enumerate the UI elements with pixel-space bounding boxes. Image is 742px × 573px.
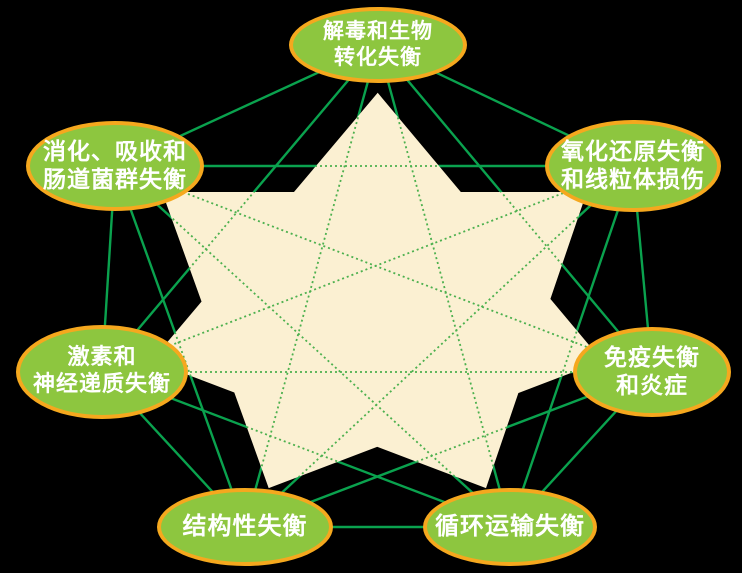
dotted-connection-line bbox=[244, 92, 379, 489]
node-label-line: 免疫失衡 bbox=[604, 344, 700, 371]
node-label-line: 和线粒体损伤 bbox=[561, 167, 705, 193]
node-label-line: 循环运输失衡 bbox=[435, 512, 585, 541]
dotted-connection-line bbox=[151, 165, 246, 489]
node-label-line: 氧化还原失衡 bbox=[561, 138, 705, 165]
node-circulation: 循环运输失衡 bbox=[423, 488, 597, 566]
node-label-line: 肠道菌群失衡 bbox=[43, 167, 187, 193]
dotted-connection-line bbox=[244, 165, 603, 489]
node-label-line: 消化、吸收和 bbox=[43, 138, 187, 165]
dotted-connection-line bbox=[509, 165, 603, 489]
node-immune: 免疫失衡 和炎症 bbox=[573, 327, 731, 417]
node-label-line: 和炎症 bbox=[616, 373, 688, 399]
dotted-connection-line bbox=[151, 165, 511, 489]
node-structural: 结构性失衡 bbox=[157, 488, 333, 566]
node-hormone: 激素和 神经递质失衡 bbox=[16, 325, 188, 419]
node-detox: 解毒和生物 转化失衡 bbox=[289, 7, 467, 83]
node-label-line: 结构性失衡 bbox=[182, 512, 308, 541]
dotted-connection-line bbox=[151, 165, 603, 373]
node-digestion: 消化、吸收和 肠道菌群失衡 bbox=[26, 121, 204, 211]
dotted-connection-line bbox=[377, 92, 511, 489]
node-label-line: 激素和 bbox=[67, 345, 137, 371]
node-label-line: 转化失衡 bbox=[334, 45, 422, 69]
node-label-line: 神经递质失衡 bbox=[32, 372, 171, 397]
node-oxidation: 氧化还原失衡 和线粒体损伤 bbox=[545, 120, 721, 212]
node-label-line: 解毒和生物 bbox=[323, 19, 433, 44]
star-shape bbox=[151, 92, 603, 489]
